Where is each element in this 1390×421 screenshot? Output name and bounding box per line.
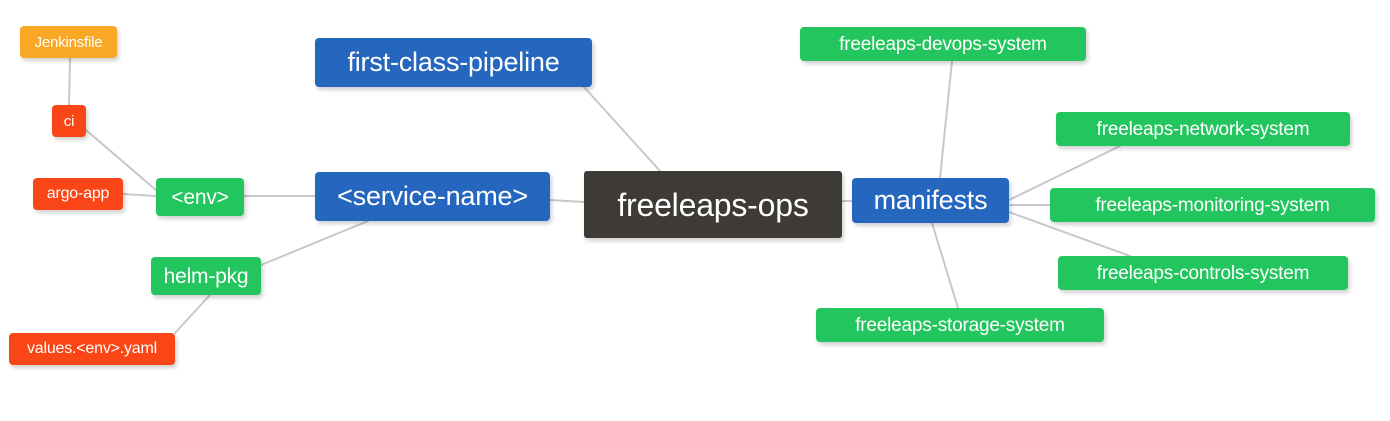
mindmap-node-Jenkinsfile[interactable]: Jenkinsfile <box>20 26 117 58</box>
mindmap-node-env[interactable]: <env> <box>156 178 244 216</box>
mindmap-node-ci[interactable]: ci <box>52 105 86 137</box>
mindmap-node-label: freeleaps-controls-system <box>1096 262 1310 284</box>
mindmap-node-service-name[interactable]: <service-name> <box>315 172 550 221</box>
mindmap-node-label: <service-name> <box>337 181 528 211</box>
mindmap-node-label: freeleaps-ops <box>617 186 809 223</box>
mindmap-node-label: freeleaps-monitoring-system <box>1095 194 1330 216</box>
mindmap-node-argo-app[interactable]: argo-app <box>33 178 123 210</box>
mindmap-node-freeleaps-ops[interactable]: freeleaps-ops <box>584 171 842 238</box>
mindmap-node-label: <env> <box>171 185 229 209</box>
mindmap-node-label: ci <box>63 112 75 130</box>
mindmap-node-label: Jenkinsfile <box>34 33 103 51</box>
mindmap-edge <box>260 220 369 266</box>
mindmap-edge <box>122 193 157 197</box>
mindmap-edge <box>939 60 953 179</box>
mindmap-node-label: freeleaps-network-system <box>1096 118 1310 140</box>
mindmap-node-freeleaps-network-system[interactable]: freeleaps-network-system <box>1056 112 1350 146</box>
mindmap-node-label: values.<env>.yaml <box>26 340 157 357</box>
mindmap-edge <box>68 57 71 106</box>
mindmap-node-label: freeleaps-devops-system <box>839 33 1047 55</box>
mindmap-node-freeleaps-devops-system[interactable]: freeleaps-devops-system <box>800 27 1086 61</box>
mindmap-node-label: manifests <box>873 185 988 215</box>
mindmap-node-freeleaps-monitoring-system[interactable]: freeleaps-monitoring-system <box>1050 188 1375 222</box>
mindmap-edge <box>549 199 585 203</box>
mindmap-edge <box>174 294 211 334</box>
mindmap-node-freeleaps-controls-system[interactable]: freeleaps-controls-system <box>1058 256 1348 290</box>
mindmap-edge <box>583 86 661 172</box>
mindmap-node-label: helm-pkg <box>163 264 249 288</box>
mindmap-node-label: freeleaps-storage-system <box>855 314 1065 336</box>
mindmap-node-freeleaps-storage-system[interactable]: freeleaps-storage-system <box>816 308 1104 342</box>
mindmap-node-values-env-yaml[interactable]: values.<env>.yaml <box>9 333 175 365</box>
mindmap-node-label: first-class-pipeline <box>347 47 560 77</box>
mindmap-node-label: argo-app <box>46 185 110 202</box>
mindmap-node-helm-pkg[interactable]: helm-pkg <box>151 257 261 295</box>
mindmap-node-manifests[interactable]: manifests <box>852 178 1009 223</box>
mindmap-edge <box>931 222 959 309</box>
mindmap-node-first-class-pipeline[interactable]: first-class-pipeline <box>315 38 592 87</box>
